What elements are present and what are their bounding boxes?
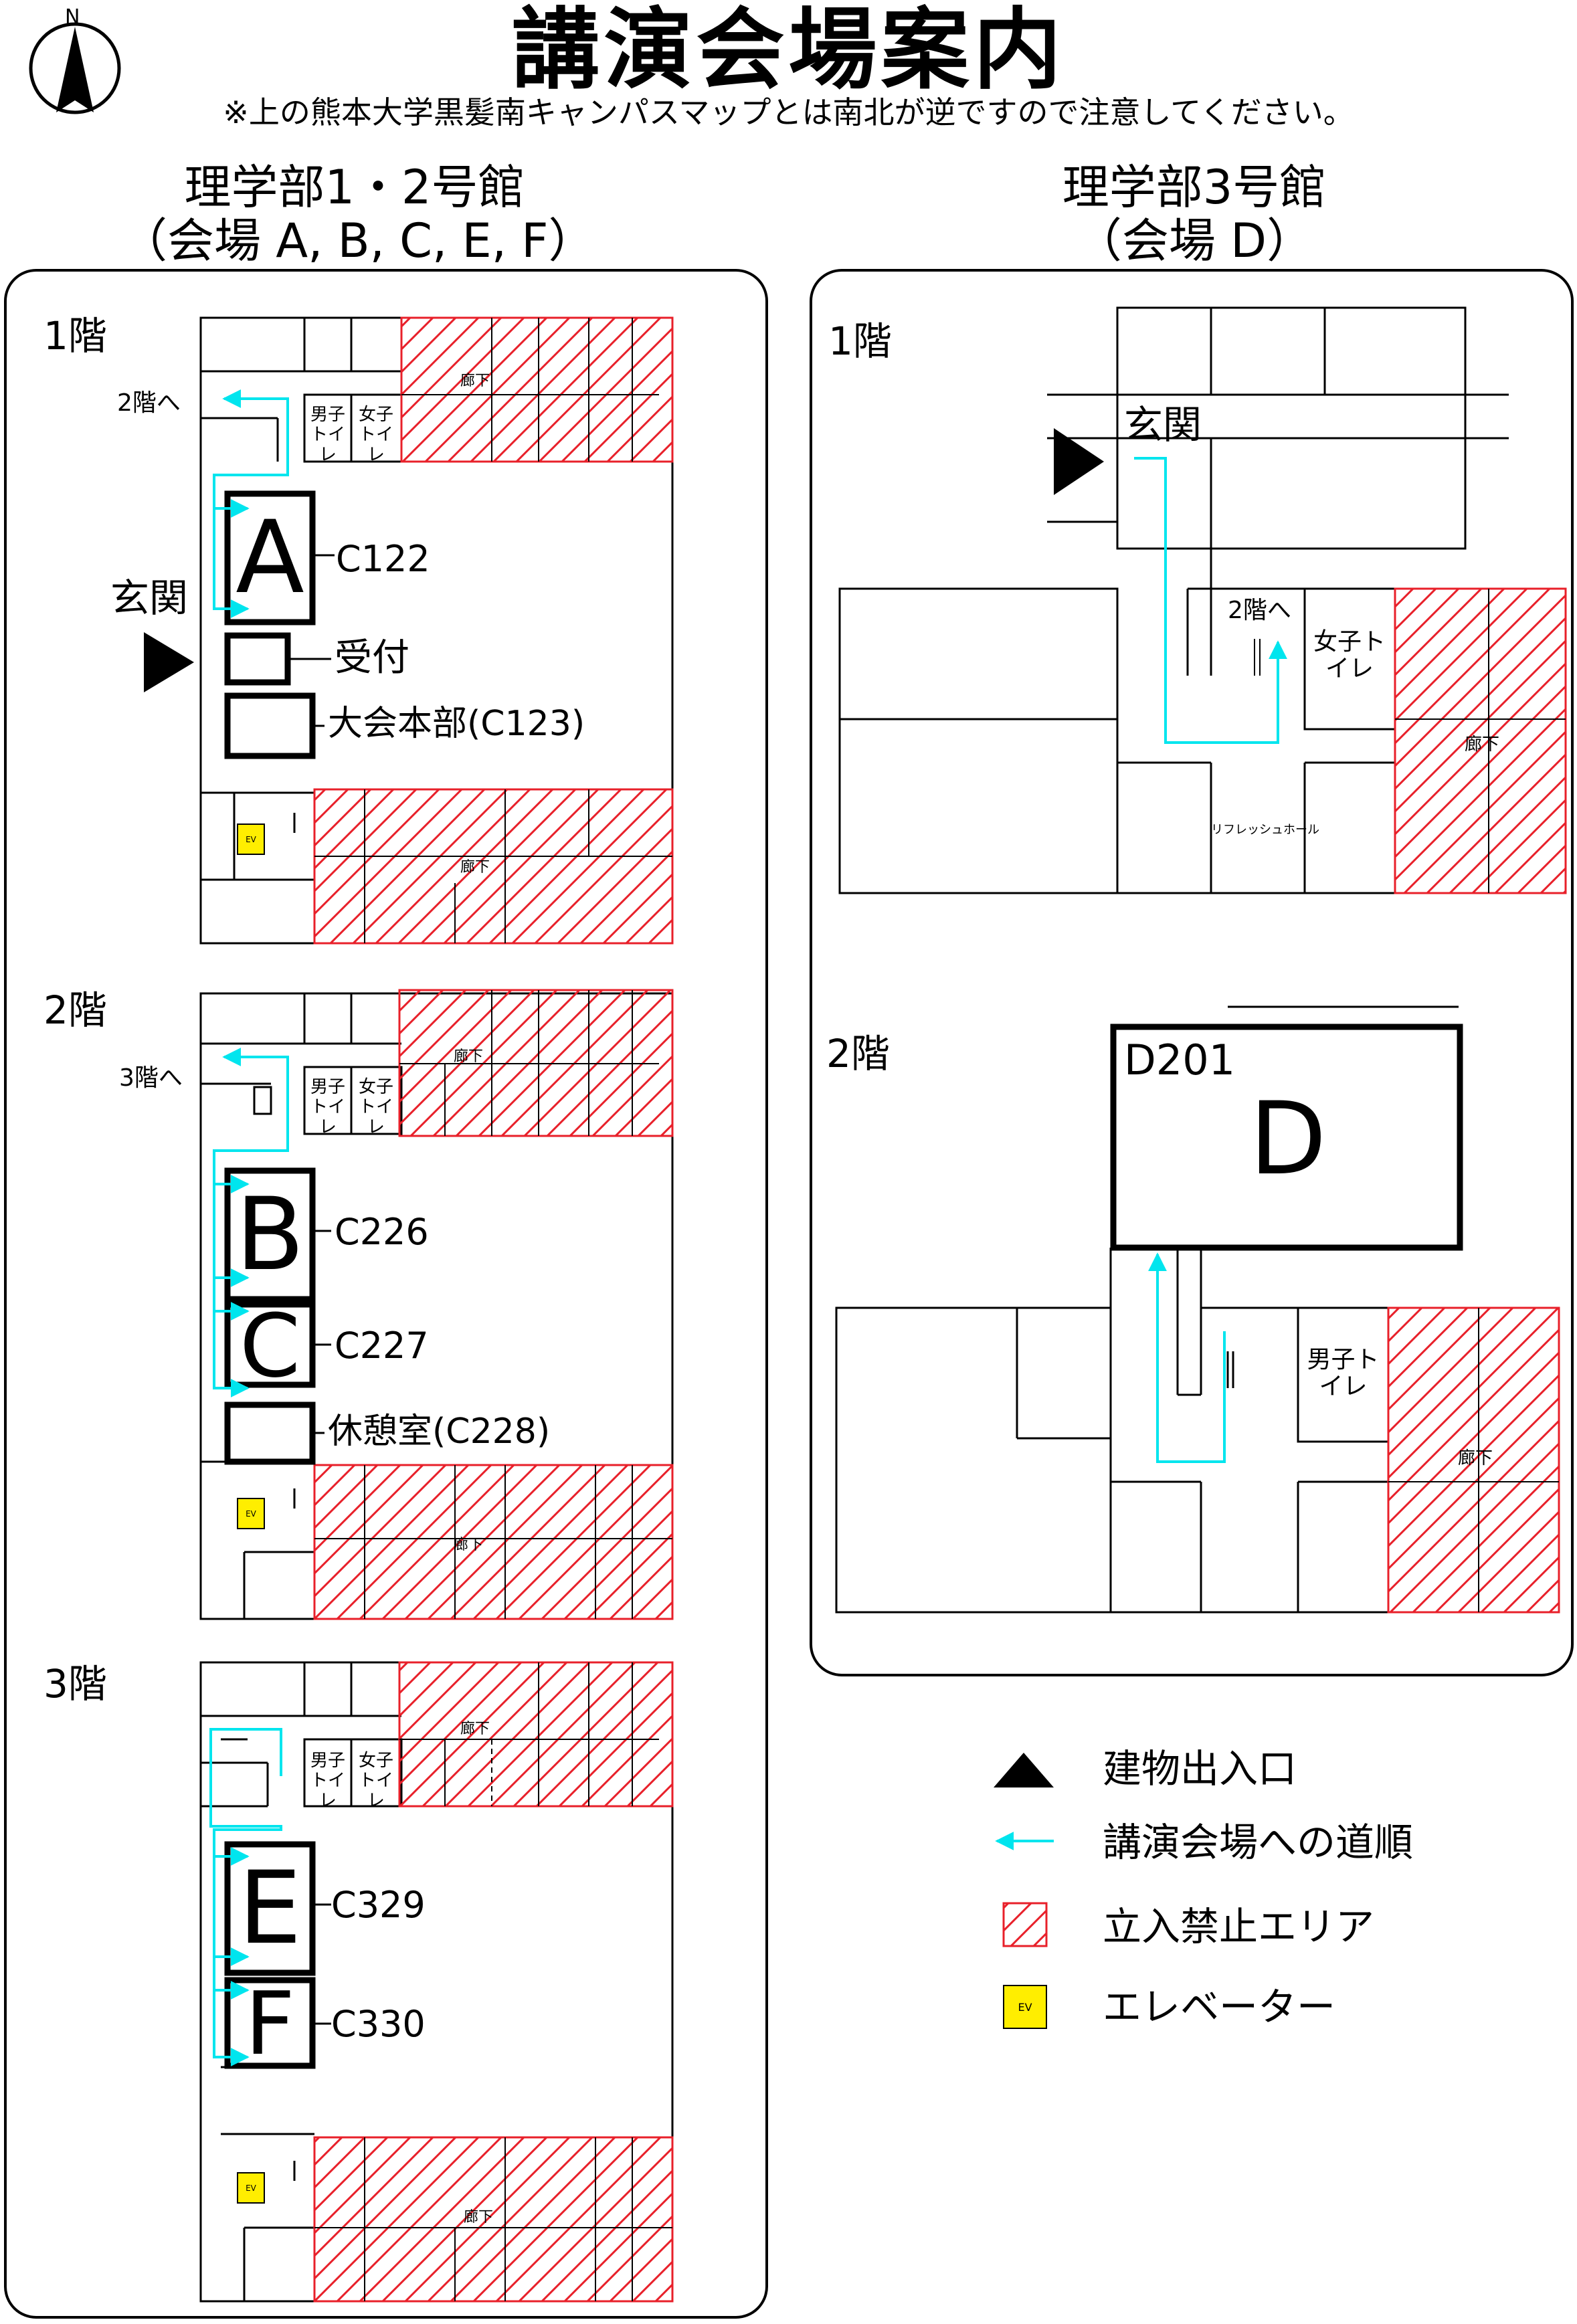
stairs-label-2f: 3階へ [119, 1064, 183, 1092]
legend-entrance-label: 建物出入口 [1103, 1746, 1297, 1792]
right-corridor-label-1f: 廊下 [1464, 735, 1499, 755]
corridor-label-1f-top: 廊下 [460, 373, 490, 389]
elevator-2f [237, 1498, 265, 1529]
room-c-id: C227 [335, 1325, 429, 1367]
corridor-label-2f-top: 廊下 [453, 1048, 483, 1065]
reception-label: 受付 [335, 636, 409, 680]
men-restroom-3f: 男子トイレ [310, 1751, 345, 1811]
hq-label: 大会本部(C123) [328, 704, 585, 744]
entrance-1f-left [144, 632, 194, 692]
room-b-letter: B [236, 1177, 304, 1293]
right-entrance-label: 玄関 [1124, 402, 1202, 448]
room-a-id: C122 [336, 538, 430, 580]
legend-route-label: 講演会場への道順 [1103, 1820, 1414, 1865]
elevator-1f [237, 824, 265, 855]
room-e-id: C329 [331, 1884, 426, 1926]
legend-restricted-icon [1002, 1902, 1048, 1947]
right-corridor-label-2f: 廊下 [1457, 1448, 1493, 1468]
north-compass-icon [29, 22, 121, 114]
room-d-letter: D [1249, 1081, 1327, 1197]
women-restroom-2f: 女子トイレ [358, 1077, 393, 1137]
corridor-label-3f-top: 廊下 [460, 1721, 490, 1737]
legend-elevator-label: エレベーター [1103, 1984, 1336, 2030]
corridor-label-2f-bottom: 廊下 [453, 1537, 483, 1553]
corridor-label-1f-bottom: 廊下 [460, 859, 490, 876]
stairs-label-1f: 2階へ [117, 389, 181, 417]
left-building-venues: （会場 A, B, C, E, F） [120, 213, 595, 268]
legend-ev-box-text: EV [1018, 2001, 1032, 2014]
corridor-label-3f-bottom: 廊下 [463, 2209, 493, 2226]
legend-restricted-label: 立入禁止エリア [1103, 1904, 1375, 1949]
right-panel [810, 269, 1574, 1676]
room-a-letter: A [236, 500, 304, 616]
right-floor-label-1f: 1階 [828, 318, 892, 364]
right-stairs-label: 2階へ [1228, 597, 1291, 624]
men-restroom-2f: 男子トイレ [310, 1077, 345, 1137]
ev-label-1f: EV [246, 835, 256, 844]
right-women-restroom-1f: 女子トイレ [1313, 628, 1386, 682]
room-b-id: C226 [335, 1211, 429, 1253]
floor-label-2f: 2階 [43, 987, 107, 1033]
ev-label-3f: EV [246, 2184, 256, 2193]
orientation-note: ※上の熊本大学黒髪南キャンパスマップとは南北が逆ですので注意してください。 [223, 94, 1354, 130]
legend-elevator-icon [1003, 1985, 1047, 2029]
right-building-name: 理学部3号館 [1062, 160, 1327, 215]
room-f-letter: F [245, 1973, 295, 2074]
north-label: N [65, 5, 80, 29]
room-f-id: C330 [331, 2003, 426, 2045]
refresh-hall-label: リフレッシュホール [1211, 823, 1319, 837]
men-restroom-1f: 男子トイレ [310, 405, 345, 465]
left-building-name: 理学部1・2号館 [184, 160, 525, 215]
women-restroom-1f: 女子トイレ [358, 405, 393, 465]
room-c-letter: C [240, 1295, 300, 1397]
right-men-restroom-2f: 男子トイレ [1307, 1346, 1380, 1400]
right-floor-label-2f: 2階 [826, 1031, 890, 1076]
left-panel [4, 269, 768, 2319]
ev-label-2f: EV [246, 1509, 256, 1519]
entrance-1f-right [1054, 428, 1104, 495]
entrance-label-1f: 玄関 [110, 575, 189, 621]
rest-room-label: 休憩室(C228) [328, 1412, 551, 1452]
floor-label-3f: 3階 [43, 1661, 107, 1707]
floor-label-1f: 1階 [43, 313, 107, 359]
page-title: 講演会場案内 [511, 0, 1066, 102]
room-e-letter: E [238, 1850, 302, 1967]
women-restroom-3f: 女子トイレ [358, 1751, 393, 1811]
right-building-venues: （会場 D） [1075, 213, 1314, 268]
room-d-id: D201 [1124, 1036, 1236, 1084]
elevator-3f [237, 2172, 265, 2204]
legend-entrance-icon [994, 1753, 1054, 1787]
